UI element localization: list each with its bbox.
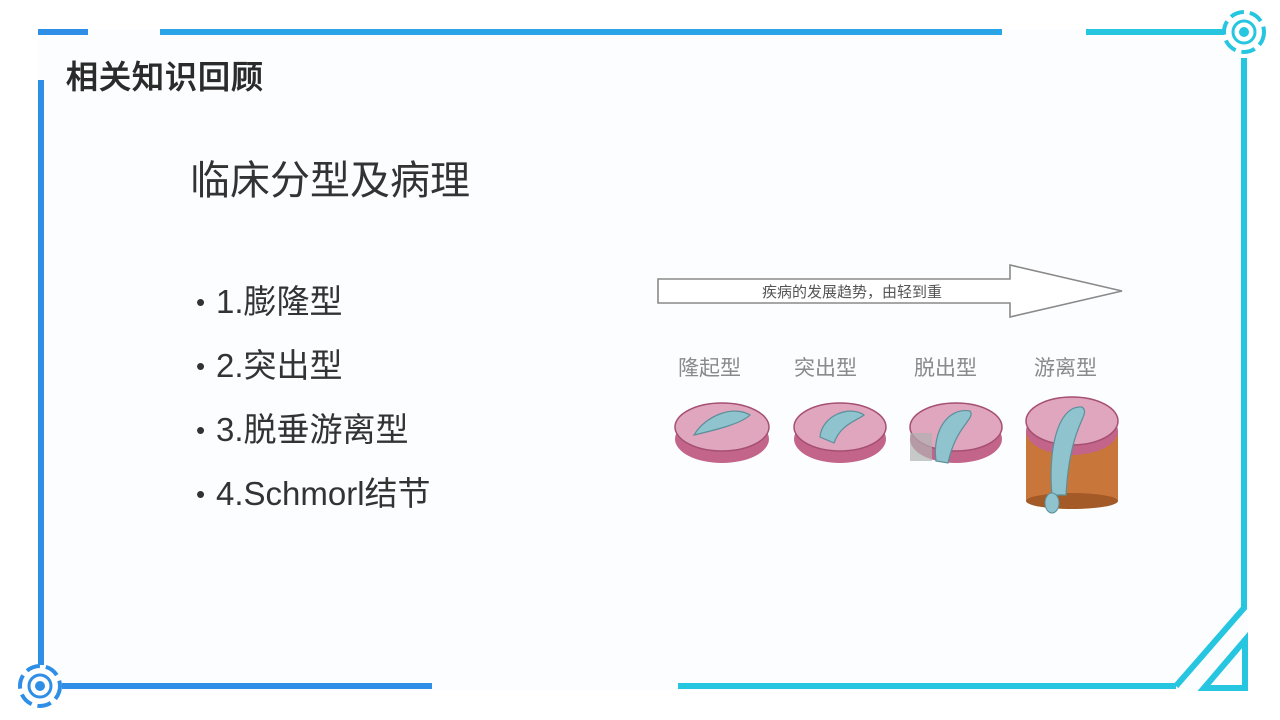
slide-heading: 相关知识回顾: [66, 58, 265, 96]
stage-label: 游离型: [1034, 356, 1097, 380]
list-item: • 1.膨隆型: [196, 280, 431, 344]
bullet-marker: •: [196, 415, 206, 445]
list-item-text: 3.脱垂游离型: [216, 411, 409, 448]
stage-label: 突出型: [794, 356, 857, 380]
stage-label: 隆起型: [678, 356, 741, 380]
prolapsed-disc-image: [909, 402, 1003, 464]
sequestered-disc-image: [1025, 396, 1119, 514]
arrow-label: 疾病的发展趋势，由轻到重: [762, 283, 942, 301]
bullet-marker: •: [196, 479, 206, 509]
corner-triangle-icon: [1197, 631, 1248, 691]
disc-herniation-illustration: 疾病的发展趋势，由轻到重 隆起型 突出型 脱出型 游离型: [657, 263, 1123, 514]
list-item-text: 4.Schmorl结节: [216, 475, 431, 512]
bulging-disc-image: [674, 402, 770, 463]
frame-right-line: [1173, 58, 1247, 688]
list-item: • 2.突出型: [196, 344, 431, 408]
list-item-text: 1.膨隆型: [216, 283, 343, 320]
classification-list: • 1.膨隆型 • 2.突出型 • 3.脱垂游离型 • 4.Schmorl结节: [196, 280, 431, 536]
bullet-marker: •: [196, 287, 206, 317]
list-item: • 4.Schmorl结节: [196, 472, 431, 536]
stage-label: 脱出型: [914, 356, 977, 380]
list-item-text: 2.突出型: [216, 347, 343, 384]
corner-target-icon: [18, 664, 62, 708]
progression-arrow: [657, 263, 1123, 319]
section-subtitle: 临床分型及病理: [190, 158, 470, 204]
protruding-disc-image: [793, 402, 887, 463]
list-item: • 3.脱垂游离型: [196, 408, 431, 472]
content-panel: [38, 30, 1248, 690]
corner-target-icon: [1222, 10, 1266, 54]
bullet-marker: •: [196, 351, 206, 381]
